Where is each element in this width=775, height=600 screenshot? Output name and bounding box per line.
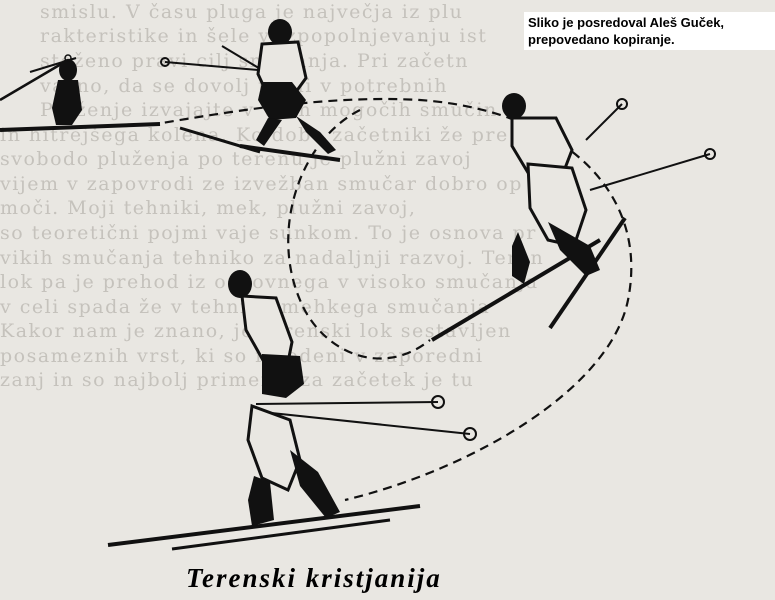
credit-line-1: Sliko je posredoval Aleš Guček, bbox=[528, 15, 725, 30]
background-text-line: so teoretični pojmi vaje sunkom. To je o… bbox=[0, 222, 537, 244]
credit-line-2: prepovedano kopiranje. bbox=[528, 32, 675, 47]
background-text-line: rakteristike in šele v izpopolnjevanju i… bbox=[40, 25, 488, 47]
background-text-line: lok pa je prehod iz osnovnega v visoko s… bbox=[0, 271, 539, 293]
background-text-line: zanj in so najbolj primerni za začetek j… bbox=[0, 369, 475, 391]
background-text-line: svobodo pluženja po terenu je plužni zav… bbox=[0, 148, 473, 170]
skier-figure-4 bbox=[107, 270, 477, 551]
skier-figure-1 bbox=[0, 54, 161, 132]
inner-turn-dashed-line bbox=[287, 109, 431, 360]
background-text-line: moči. Moji tehniki, mek, plužni zavoj, bbox=[0, 197, 417, 219]
background-text-line: in hitrejšega kolena. Ko dobe začetniki … bbox=[0, 124, 509, 146]
figure-caption: Terenski kristjanija bbox=[186, 563, 442, 593]
background-text-line: vijem v zapovrodi ze izvežban smučar dob… bbox=[0, 173, 523, 195]
skier-figure-2 bbox=[160, 19, 341, 162]
background-text-line: posameznih vrst, ki so izvedeni v zapore… bbox=[0, 345, 484, 367]
image-credit-notice: Sliko je posredoval Aleš Guček, prepoved… bbox=[524, 12, 775, 50]
skier-figure-3 bbox=[430, 93, 716, 342]
background-text-line: vikih smučanja tehniko za nadaljnji razv… bbox=[0, 247, 545, 269]
background-text-line: važno, da se dovolj utrdi v potrebnih bbox=[40, 75, 448, 97]
background-text-line: smislu. V času pluga je največja iz plu bbox=[40, 1, 464, 23]
background-text-line: stoženo pravi cilj smučanja. Pri začetn bbox=[40, 50, 470, 72]
